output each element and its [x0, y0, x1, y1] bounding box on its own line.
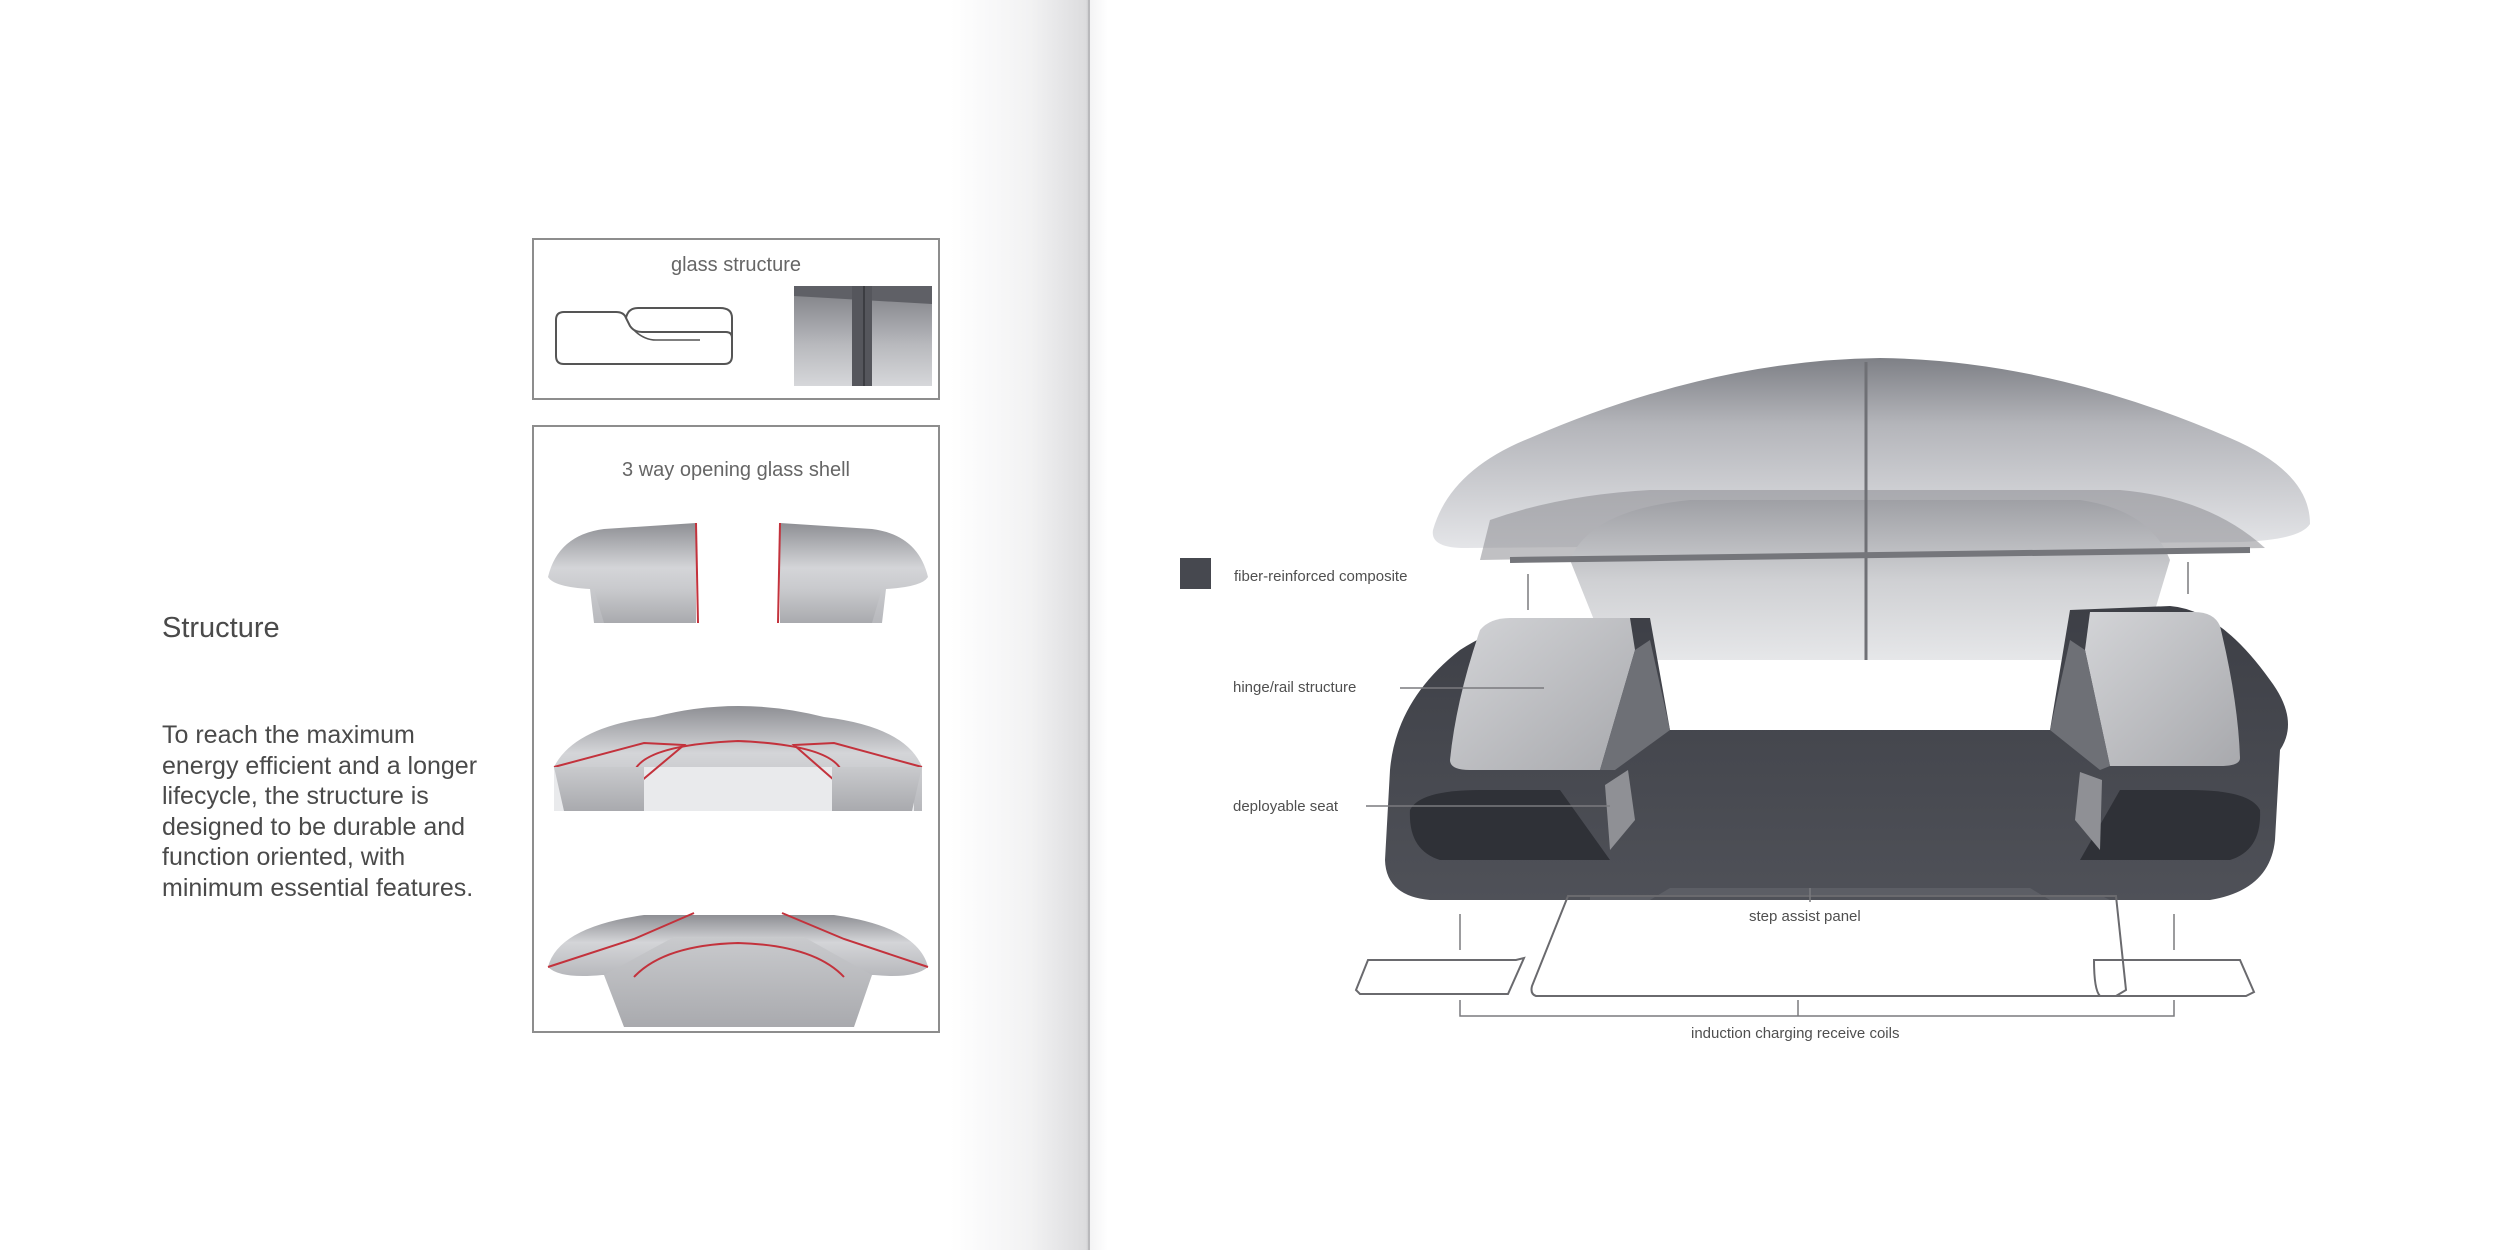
label-hinge-rail: hinge/rail structure	[1233, 679, 1357, 696]
section-heading: Structure	[162, 612, 280, 644]
book-spine	[1088, 0, 1090, 1250]
label-deployable-seat: deployable seat	[1233, 798, 1339, 815]
right-page: fiber-reinforced composite hinge/rail st…	[1090, 0, 2500, 1250]
glass-shell-panel: 3 way opening glass shell	[532, 425, 940, 1033]
leader-lines	[1366, 562, 2189, 1017]
coil-pads	[1354, 895, 2256, 997]
section-body-text: To reach the maximum energy efficient an…	[162, 721, 478, 902]
glass-panel-render	[794, 286, 932, 386]
glass-profile-sketch	[555, 307, 733, 365]
left-page: Structure To reach the maximum energy ef…	[0, 0, 1088, 1250]
shell-view-lifted	[553, 706, 923, 811]
composite-swatch	[1180, 558, 1211, 589]
glass-structure-title: glass structure	[670, 254, 802, 276]
glass-shell-title: 3 way opening glass shell	[622, 459, 850, 481]
shell-view-open	[547, 912, 929, 1027]
exploded-vehicle-diagram	[1180, 358, 2310, 1017]
glass-structure-panel: glass structure	[532, 238, 940, 400]
shell-view-split	[548, 522, 928, 624]
side-modules	[1450, 612, 2240, 850]
label-fiber-composite: fiber-reinforced composite	[1234, 568, 1408, 585]
label-step-assist: step assist panel	[1749, 908, 1861, 925]
label-induction-coils: induction charging receive coils	[1691, 1025, 1900, 1042]
glass-shell-views	[547, 522, 929, 1027]
glass-canopy	[1432, 358, 2310, 660]
